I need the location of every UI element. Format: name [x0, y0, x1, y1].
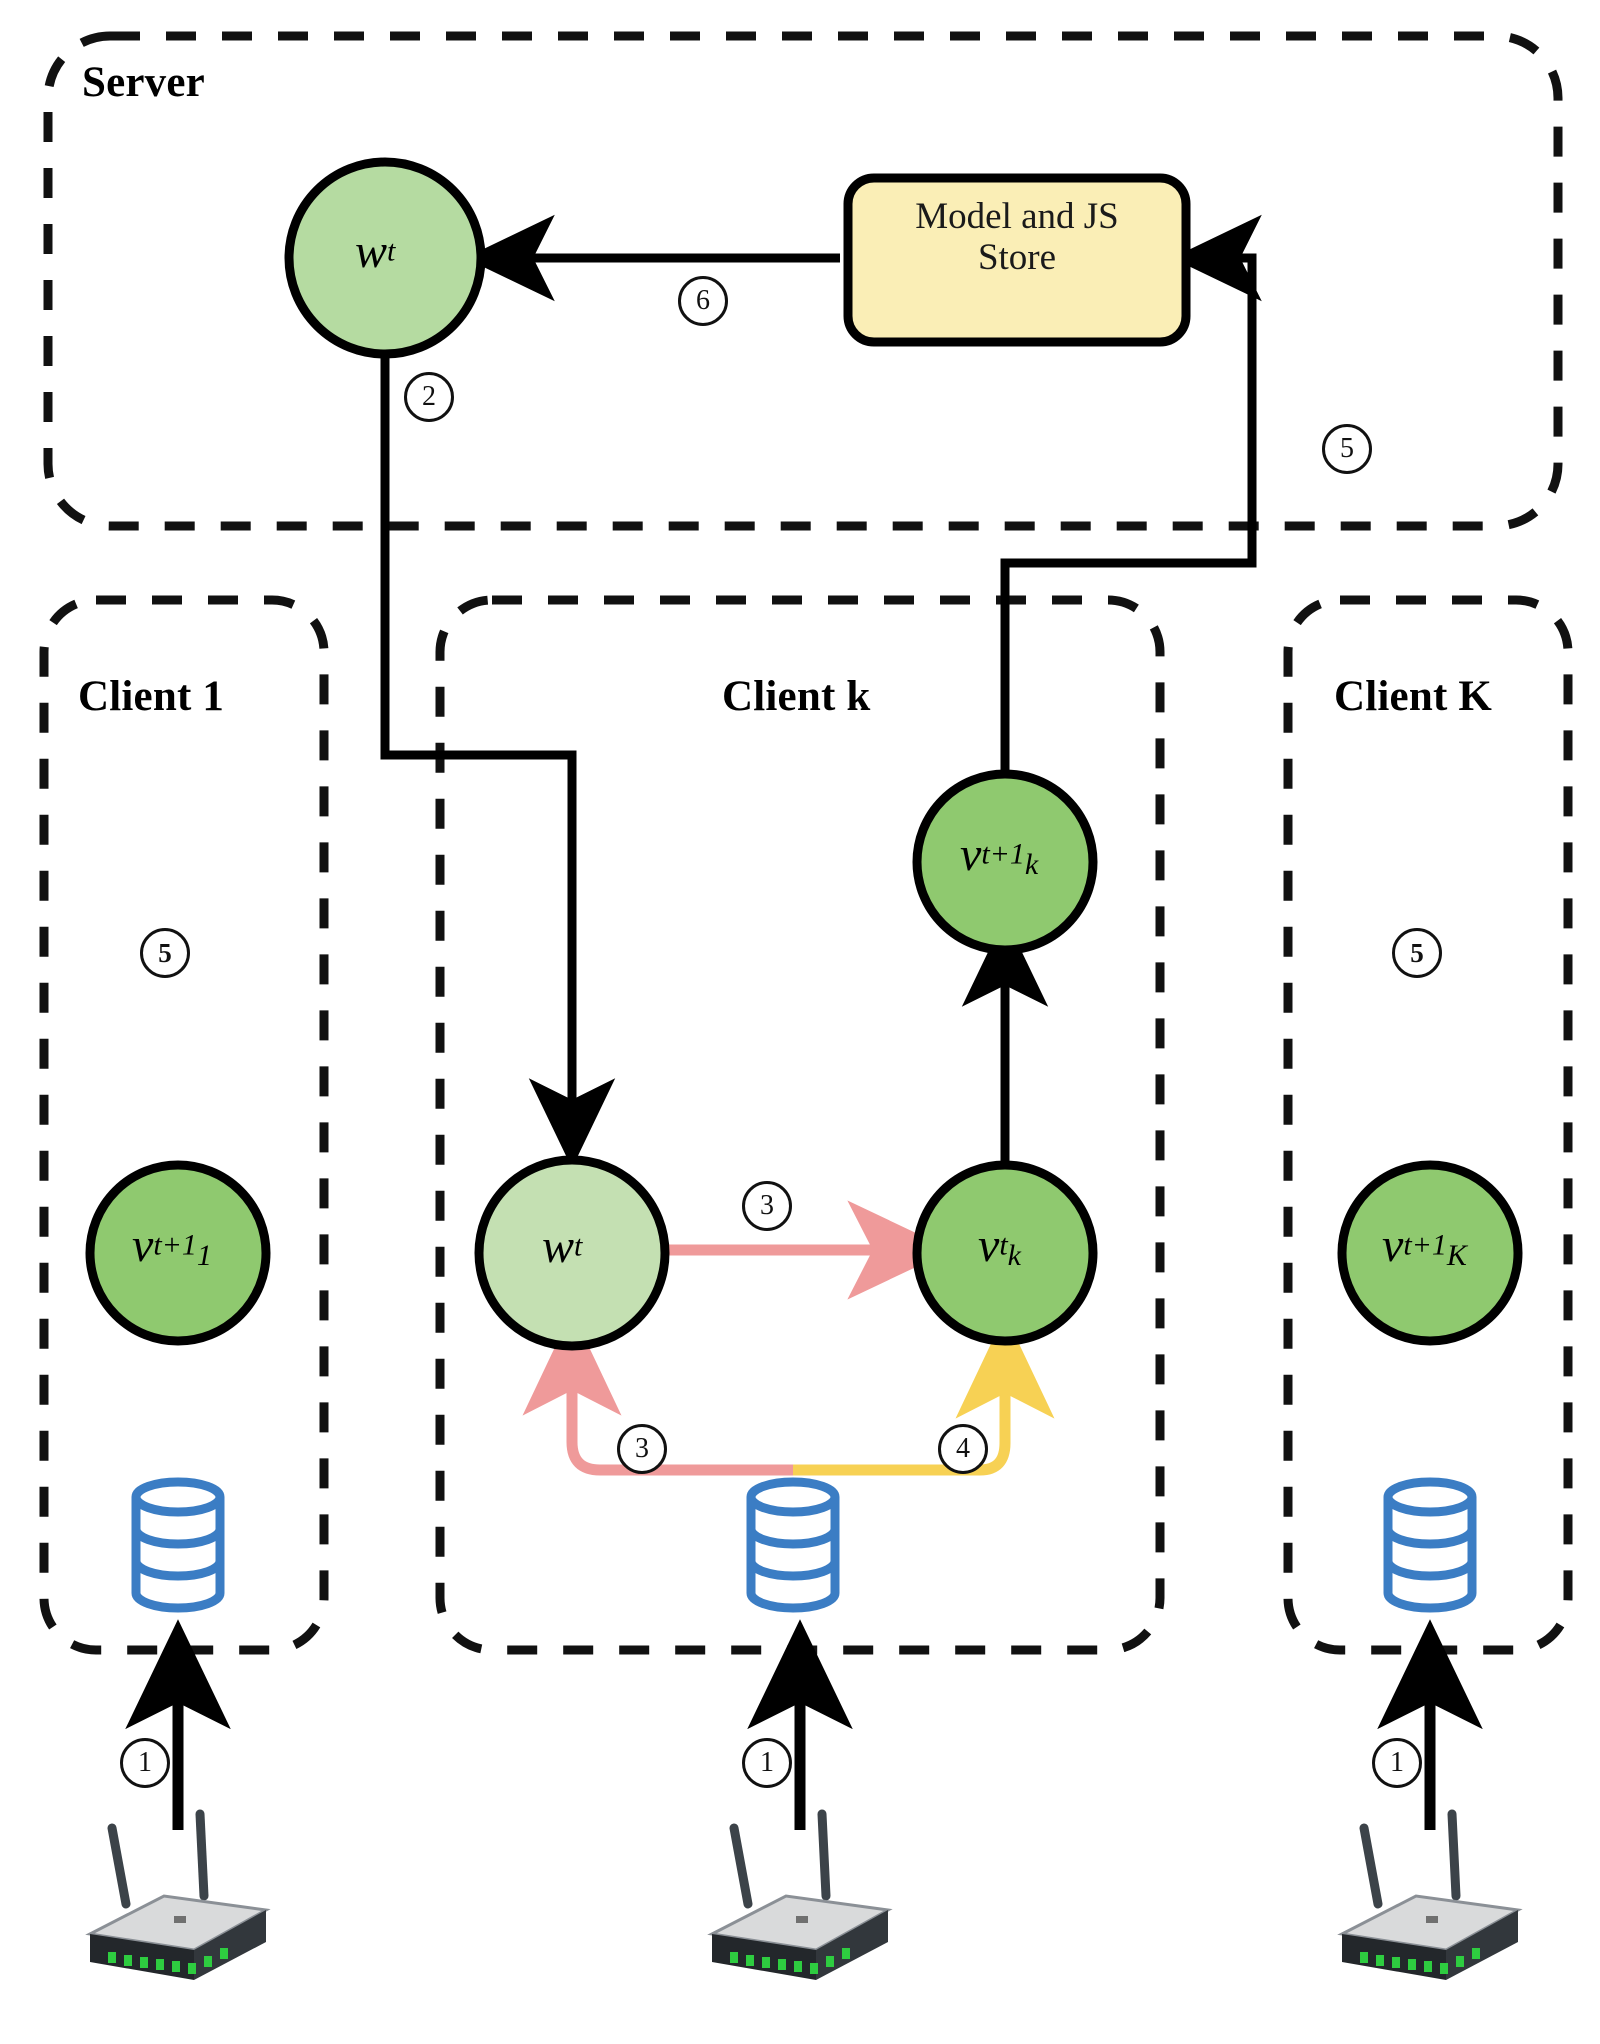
node-label-clientk-vnext: vt+1k	[960, 828, 1039, 882]
edge-clientk-to-store	[1000, 214, 1262, 770]
node-base-clientk-vnext: v	[960, 828, 982, 881]
group-box-clientK	[1283, 595, 1573, 1655]
wireless-router-icon-clientk	[707, 1809, 893, 1980]
group-title-clientk: Client k	[722, 673, 871, 720]
node-base-clientK-v: v	[1382, 1219, 1404, 1272]
node-base-clientk-wt: w	[542, 1220, 575, 1273]
group-title-client1: Client 1	[78, 673, 225, 720]
database-cylinder-icon-clientk	[746, 1477, 840, 1613]
node-label-clientk-vk: vtk	[978, 1219, 1021, 1273]
node-label-clientk-wt: wt	[542, 1223, 582, 1271]
node-sup-clientk-wt: t	[574, 1229, 583, 1263]
node-client1-v-shape	[85, 1160, 271, 1346]
edge-db-to-wt-red	[522, 1311, 793, 1476]
edge-db-to-vk-yellow	[793, 1314, 1055, 1476]
group-box-server	[43, 31, 1563, 531]
node-server-wt-shape	[284, 157, 486, 359]
step-marker-5-upload: 5	[1322, 424, 1372, 474]
node-base-clientk-vk: v	[978, 1219, 1000, 1272]
step-marker-5-client1: 5	[140, 928, 190, 978]
node-sub-clientk-vk: k	[1007, 1239, 1021, 1273]
step-marker-3-local: 3	[742, 1181, 792, 1231]
model-and-js-store-box	[843, 173, 1191, 347]
node-base-client1-v: v	[132, 1219, 154, 1272]
step-marker-5-clientK: 5	[1392, 928, 1442, 978]
node-label-clientK-v: vt+1K	[1382, 1219, 1467, 1273]
node-sub-clientk-vnext: k	[1024, 848, 1039, 882]
store-line-1: Model and JS	[915, 196, 1119, 237]
node-label-server-wt: wt	[355, 228, 395, 276]
node-sub-clientK-v: K	[1446, 1239, 1467, 1273]
node-sup-client1-v: t+1	[153, 1228, 197, 1262]
node-sup-clientk-vk: t	[999, 1228, 1008, 1262]
step-marker-2: 2	[404, 372, 454, 422]
node-clientK-v-shape	[1337, 1160, 1523, 1346]
node-sub-client1-v: 1	[196, 1239, 212, 1273]
database-cylinder-icon-clientK	[1383, 1477, 1477, 1613]
store-line-2: Store	[977, 237, 1057, 279]
node-sup-clientk-vnext: t+1	[981, 837, 1025, 871]
group-box-client1	[39, 595, 329, 1655]
node-sup-clientK-v: t+1	[1403, 1228, 1447, 1262]
step-marker-6: 6	[678, 276, 728, 326]
node-clientk-wt-shape	[474, 1155, 670, 1351]
group-title-clientK: Client K	[1334, 673, 1493, 720]
wireless-router-icon-clientK	[1337, 1809, 1523, 1980]
step-marker-1-clientK: 1	[1372, 1738, 1422, 1788]
step-marker-4-data: 4	[938, 1424, 988, 1474]
step-marker-3-data: 3	[617, 1424, 667, 1474]
model-and-js-store-label: Model and JS Store	[848, 196, 1186, 279]
step-marker-1-clientk: 1	[742, 1738, 792, 1788]
node-sup-server-wt: t	[387, 234, 396, 268]
node-clientk-vnext-shape	[912, 769, 1098, 955]
node-clientk-vk-shape	[912, 1160, 1098, 1346]
group-title-server: Server	[82, 59, 205, 106]
wireless-router-icon-client1	[85, 1809, 271, 1980]
node-base-server-wt: w	[355, 225, 388, 278]
database-cylinder-icon-client1	[131, 1477, 225, 1613]
step-marker-1-client1: 1	[120, 1738, 170, 1788]
node-label-client1-v: vt+11	[132, 1219, 212, 1273]
edge-server-to-clientk	[380, 355, 616, 1169]
